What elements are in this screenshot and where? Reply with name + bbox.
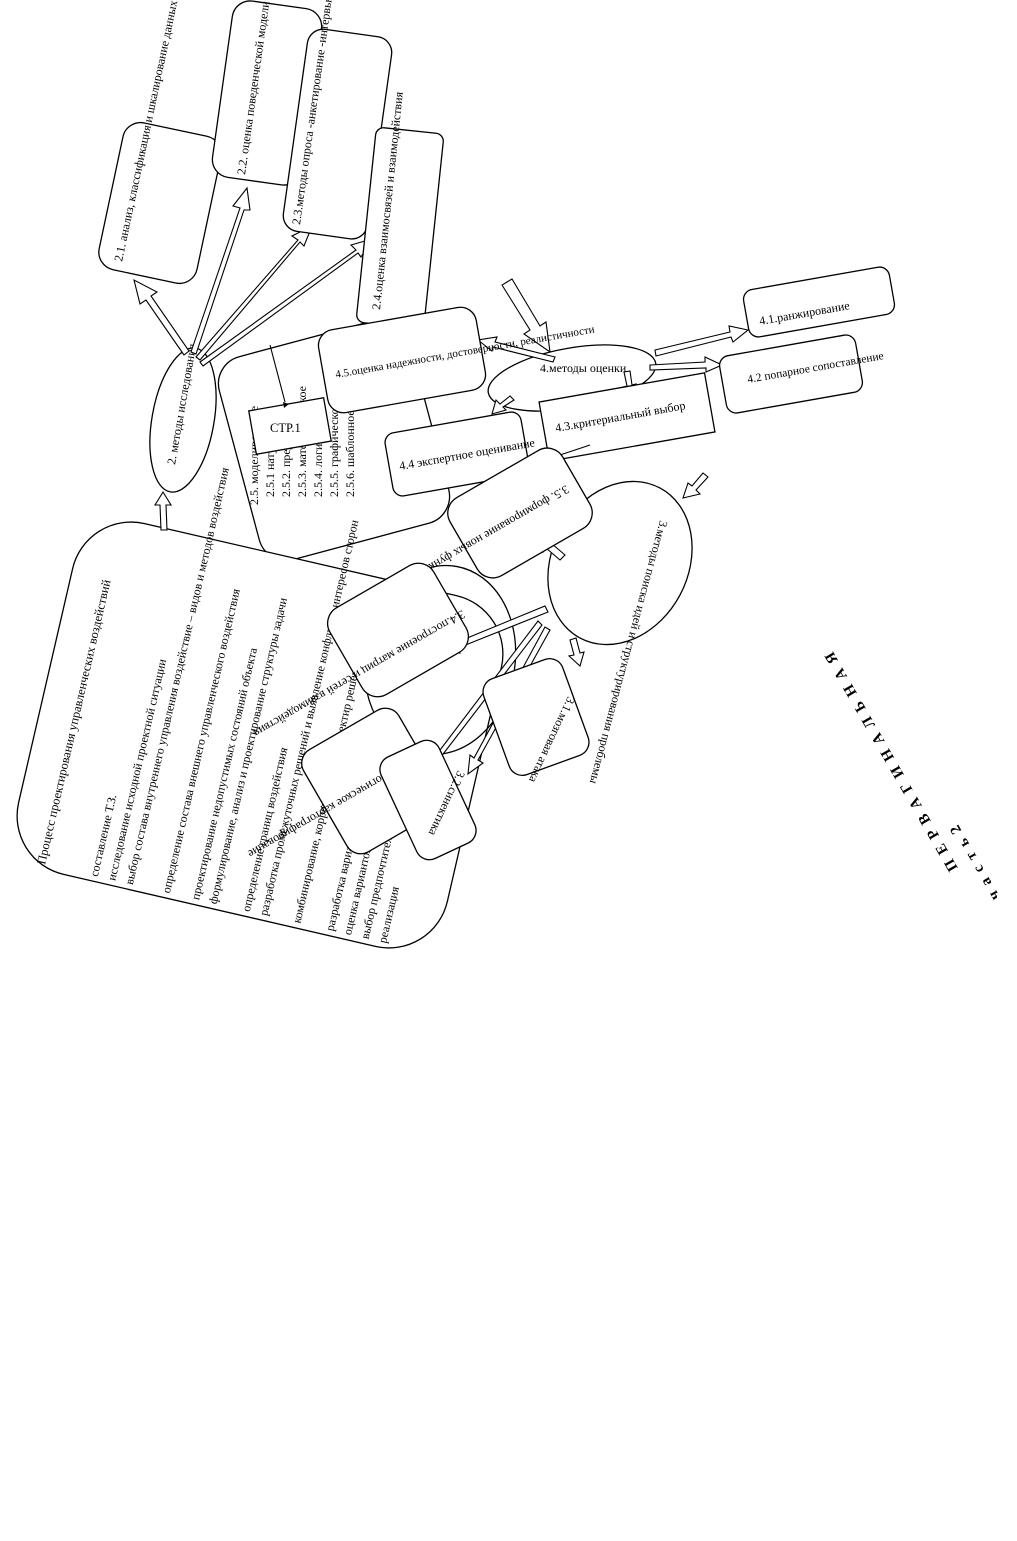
node-4-4: 4.4 экспертное оценивание <box>384 411 536 497</box>
arrow-into-node-3 <box>682 472 709 499</box>
arrow-to-2-2 <box>190 186 251 355</box>
node-4-1: 4.1.ранжирование <box>742 266 896 338</box>
node-2-5-item: 2.5.5. графическое <box>327 403 341 497</box>
arrow-to-3-1 <box>567 637 585 668</box>
node-3-2: 3.2.синектика <box>379 739 477 861</box>
node-2-1: 2.1. анализ, классификация и шкалировани… <box>98 0 222 285</box>
arrow-to-2-3 <box>195 224 314 361</box>
node-4-label: 4.методы оценки <box>540 361 627 375</box>
node-4-3: 4.3.критериальный выбор <box>538 372 716 462</box>
arrow-into-node-4 <box>501 278 551 354</box>
node-2-research-methods: 2. методы исследования <box>149 342 217 493</box>
node-4-text: 4.методы оценки <box>540 361 627 375</box>
arrow-main-to-methods-2 <box>154 490 172 531</box>
side-note: ч а с т ь 2 П Е Р В А Г И Н А Л Ь Н А Я <box>821 647 1003 903</box>
side-note-line-2: П Е Р В А Г И Н А Л Ь Н А Я <box>821 647 961 874</box>
node-2-4: 2.4.оценка взаимосвязей и взаимодействия <box>356 91 444 329</box>
link-4-3-to-node-3 <box>559 444 591 456</box>
arrow-to-4-4 <box>491 395 515 415</box>
arrow-to-2-1 <box>133 278 190 356</box>
str-pointer-line <box>269 344 286 403</box>
arrow-to-4-1 <box>654 325 750 357</box>
node-2-5-item: 2.5.6. шаблонное <box>343 410 357 497</box>
arrow-4-5-link <box>476 336 556 363</box>
arrow-to-4-2 <box>649 356 724 373</box>
str-pointer-head <box>283 402 289 408</box>
str-1-label: СТР.1 <box>270 421 301 435</box>
str-1-box: СТР.1 <box>248 344 332 456</box>
